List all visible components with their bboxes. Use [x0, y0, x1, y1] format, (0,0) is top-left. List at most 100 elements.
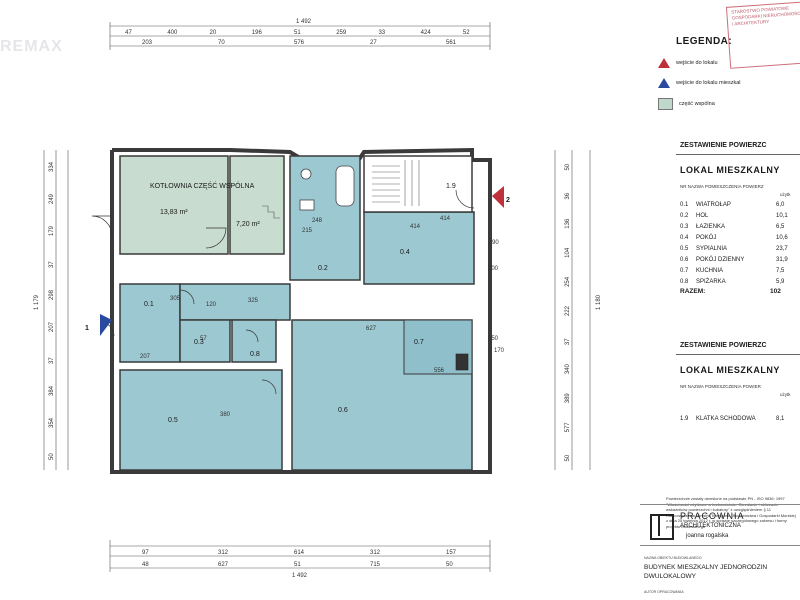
room-0-3-label: 0.3 — [194, 339, 204, 346]
summary1-unit: LOKAL MIESZKALNY — [680, 165, 780, 175]
top-dim-value: 27 — [370, 40, 377, 46]
room-0-2-hall — [179, 283, 291, 321]
bottom-dim-value: 715 — [370, 562, 381, 568]
legend-panel: STAROSTWO POWIATOWE GOSPODARKI NIERUCHOM… — [640, 0, 800, 600]
inner-dim-value: 207 — [140, 354, 151, 360]
row-name: HOL — [696, 213, 709, 219]
summary-row: 0.1 WIATROŁAP 6,0 — [680, 202, 784, 208]
sink-icon — [299, 199, 315, 211]
row-number: 0.6 — [680, 257, 689, 263]
boiler-room-area: 13,83 m² — [160, 209, 188, 216]
left-dim-value: 179 — [49, 225, 55, 236]
summary2-col-header2: użytk — [780, 392, 791, 397]
top-dimension-lines — [109, 22, 491, 50]
red-triangle-icon — [658, 58, 670, 68]
top-dim-value: 196 — [252, 30, 263, 36]
summary1-total: RAZEM: 102 — [680, 288, 781, 295]
inner-dim-value: 414 — [440, 216, 451, 222]
firm-name: PRACOWNIA — [680, 511, 745, 521]
left-dim-value: 207 — [49, 321, 55, 332]
room-0-5 — [119, 369, 283, 471]
top-dim-value: 400 — [167, 30, 178, 36]
right-dim-value: 389 — [565, 393, 571, 404]
top-dim-value: 52 — [463, 30, 470, 36]
inner-dim-value: 380 — [220, 412, 231, 418]
bottom-dim-value: 312 — [370, 550, 381, 556]
row-area: 10,6 — [776, 235, 788, 241]
top-dim-value: 51 — [294, 30, 301, 36]
row-area: 6,5 — [776, 224, 785, 230]
row-area: 10,1 — [776, 213, 788, 219]
bottom-dim-value: 48 — [142, 562, 149, 568]
svg-text:1: 1 — [85, 325, 89, 332]
inner-dim-value: 556 — [434, 368, 445, 374]
building-label-bottom: AUTOR OPRACOWANIA — [644, 590, 684, 594]
row-area: 5,9 — [776, 279, 785, 285]
inner-dim-value: 325 — [248, 298, 259, 304]
room-boiler — [119, 155, 229, 255]
room-0-1 — [119, 283, 181, 363]
right-dim-value: 577 — [565, 422, 571, 433]
small-common-stairs — [262, 205, 280, 219]
top-dim-value: 70 — [218, 40, 225, 46]
building-title: BUDYNEK MIESZKALNY JEDNORODZIN DWULOKALO… — [644, 564, 768, 580]
left-overall-dim: 1 179 — [34, 294, 40, 310]
entry-marker-1: 1 — [85, 314, 112, 336]
firm-name-sub: ARCHITEKTONICZNA — [680, 523, 741, 529]
row-name: WIATROŁAP — [696, 202, 731, 208]
row-area: 6,0 — [776, 202, 785, 208]
boiler-room-name: KOTŁOWNIA CZĘŚĆ WSPÓLNA — [150, 181, 255, 190]
room-0-8 — [231, 319, 277, 363]
staircase-steps — [372, 160, 420, 206]
row-number: 0.1 — [680, 202, 689, 208]
right-dim-value: 254 — [565, 276, 571, 287]
inner-dim-value: 170 — [494, 348, 505, 354]
firm-name-author: joanna rogalska — [686, 533, 729, 539]
inner-dim-value: 120 — [206, 302, 217, 308]
room-0-2-label: 0.2 — [318, 265, 328, 272]
room-0-1-label: 0.1 — [144, 301, 154, 308]
row-area: 7,5 — [776, 268, 785, 274]
inner-dim-value: 200 — [488, 266, 499, 272]
legend-item-blue-entry: wejście do lokalu mieszkal — [658, 78, 741, 88]
row-name: KLATKA SCHODOWA — [696, 416, 756, 422]
right-dimension-lines — [554, 150, 591, 470]
left-dim-value: 249 — [49, 193, 55, 204]
summary1-col-header2: użytk — [780, 192, 791, 197]
inner-dim-value: 248 — [312, 218, 323, 224]
stove-icon — [455, 353, 469, 371]
inner-dim-value: 215 — [302, 228, 313, 234]
row-area: 8,1 — [776, 416, 785, 422]
bathtub-icon — [335, 165, 355, 207]
svg-text:2: 2 — [506, 197, 510, 204]
row-number: 0.7 — [680, 268, 689, 274]
summary1-rule — [676, 154, 800, 155]
bottom-dim-value: 614 — [294, 550, 305, 556]
right-dim-value: 36 — [565, 192, 571, 199]
watermark-logo: REMAX — [0, 38, 63, 55]
row-name: SPIŻARKA — [696, 279, 726, 285]
inner-dim-value: 90 — [492, 240, 499, 246]
inner-dim-value: 414 — [410, 224, 421, 230]
right-dim-value: 222 — [565, 305, 571, 316]
bottom-dim-value: 627 — [218, 562, 229, 568]
top-dim-value: 424 — [421, 30, 432, 36]
row-number: 1.9 — [680, 416, 689, 422]
left-dim-value: 384 — [49, 385, 55, 396]
left-dimension-lines — [43, 150, 69, 470]
official-stamp: STAROSTWO POWIATOWE GOSPODARKI NIERUCHOM… — [725, 1, 800, 69]
inner-dim-value: 150 — [488, 336, 499, 342]
summary2-title: ZESTAWIENIE POWIERZC — [680, 342, 767, 349]
row-number: 0.4 — [680, 235, 689, 241]
